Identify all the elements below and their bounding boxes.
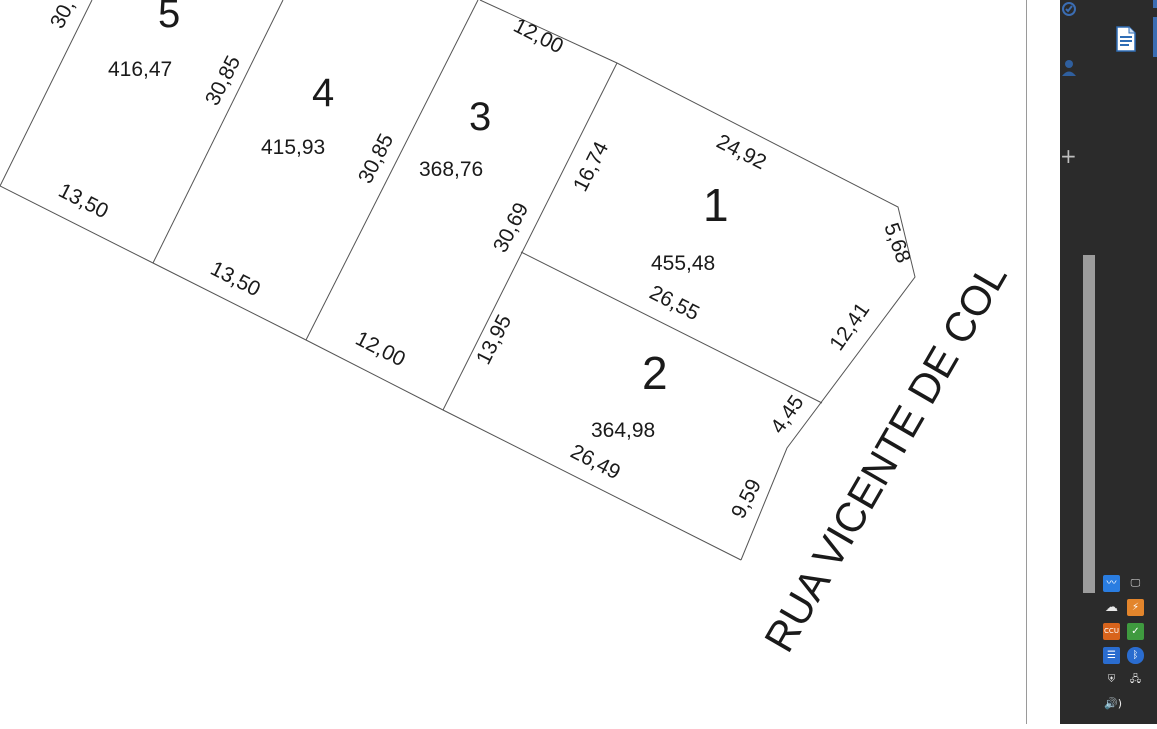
scroll-gap [1027,0,1060,724]
dim-lot4-side: 30,85 [354,130,398,187]
network-monitor-icon[interactable]: 〰 [1103,575,1120,592]
lot5-left-divider [0,0,93,187]
volume-icon[interactable]: 🔊) [1104,697,1122,710]
shield-icon[interactable]: ⛨ [1107,674,1116,685]
lot-area-3: 368,76 [419,158,483,181]
dim-lot5-partial: 30, [46,0,80,32]
bluetooth-icon[interactable]: ᛒ [1127,647,1144,664]
plus-icon[interactable]: + [1060,144,1077,168]
dim-lot5-front: 13,50 [55,179,112,223]
dim-lot3-side: 30,69 [489,199,533,256]
security-check-icon[interactable]: ✓ [1127,623,1144,640]
dim-lot3-front: 12,00 [352,327,409,371]
lot-number-1: 1 [703,179,729,231]
lot-area-4: 415,93 [261,136,325,159]
dim-lot1-corner: 5,68 [879,220,915,266]
lot1-lot2-divider [520,251,823,404]
lot3-lot12-divider [442,62,618,411]
cloud-icon[interactable]: ☁ [1105,600,1118,615]
street-name: RUA VICENTE DE COL [755,255,1016,660]
lot-boundaries [0,0,916,561]
dim-lot2-bottom: 26,49 [567,440,624,484]
top-boundary [479,0,916,561]
drawing-canvas[interactable]: 5 4 3 1 2 416,47 415,93 368,76 455,48 36… [0,0,1027,724]
right-edge-highlight [1153,17,1157,57]
lot-number-3: 3 [469,95,491,139]
check-circle-icon[interactable] [1061,1,1077,21]
display-icon[interactable]: 🖵 [1130,578,1141,589]
dim-lot2-corner: 4,45 [766,391,808,438]
lot-area-1: 455,48 [651,252,715,275]
lot-number-5: 5 [158,0,180,36]
site-plan: 5 4 3 1 2 416,47 415,93 368,76 455,48 36… [0,0,1016,660]
top-edge-highlight [1153,0,1157,8]
document-icon[interactable] [1116,26,1136,56]
lot5-lot4-divider [152,0,284,264]
lot-number-2: 2 [642,347,668,399]
bottom-boundary [0,185,742,561]
dim-lot1-front: 12,41 [825,299,874,355]
network-adapter-icon[interactable]: ☰ [1103,647,1120,664]
ccu-icon[interactable]: CCU [1103,623,1120,640]
side-panel: + [1060,0,1157,724]
ethernet-icon[interactable]: 🖧 [1129,674,1142,685]
lot-area-2: 364,98 [591,419,655,442]
vertical-scrollbar[interactable] [1083,255,1095,593]
dim-lot3-top: 12,00 [510,14,567,58]
lot-area-5: 416,47 [108,58,172,81]
power-icon[interactable]: ⚡ [1127,599,1144,616]
canvas-edge [1026,0,1027,724]
lot-number-4: 4 [312,71,334,115]
dim-lot5-side: 30,85 [201,52,245,109]
user-icon[interactable] [1062,59,1076,81]
dim-lot2-front: 9,59 [727,475,766,522]
lot4-lot3-divider [305,0,479,341]
